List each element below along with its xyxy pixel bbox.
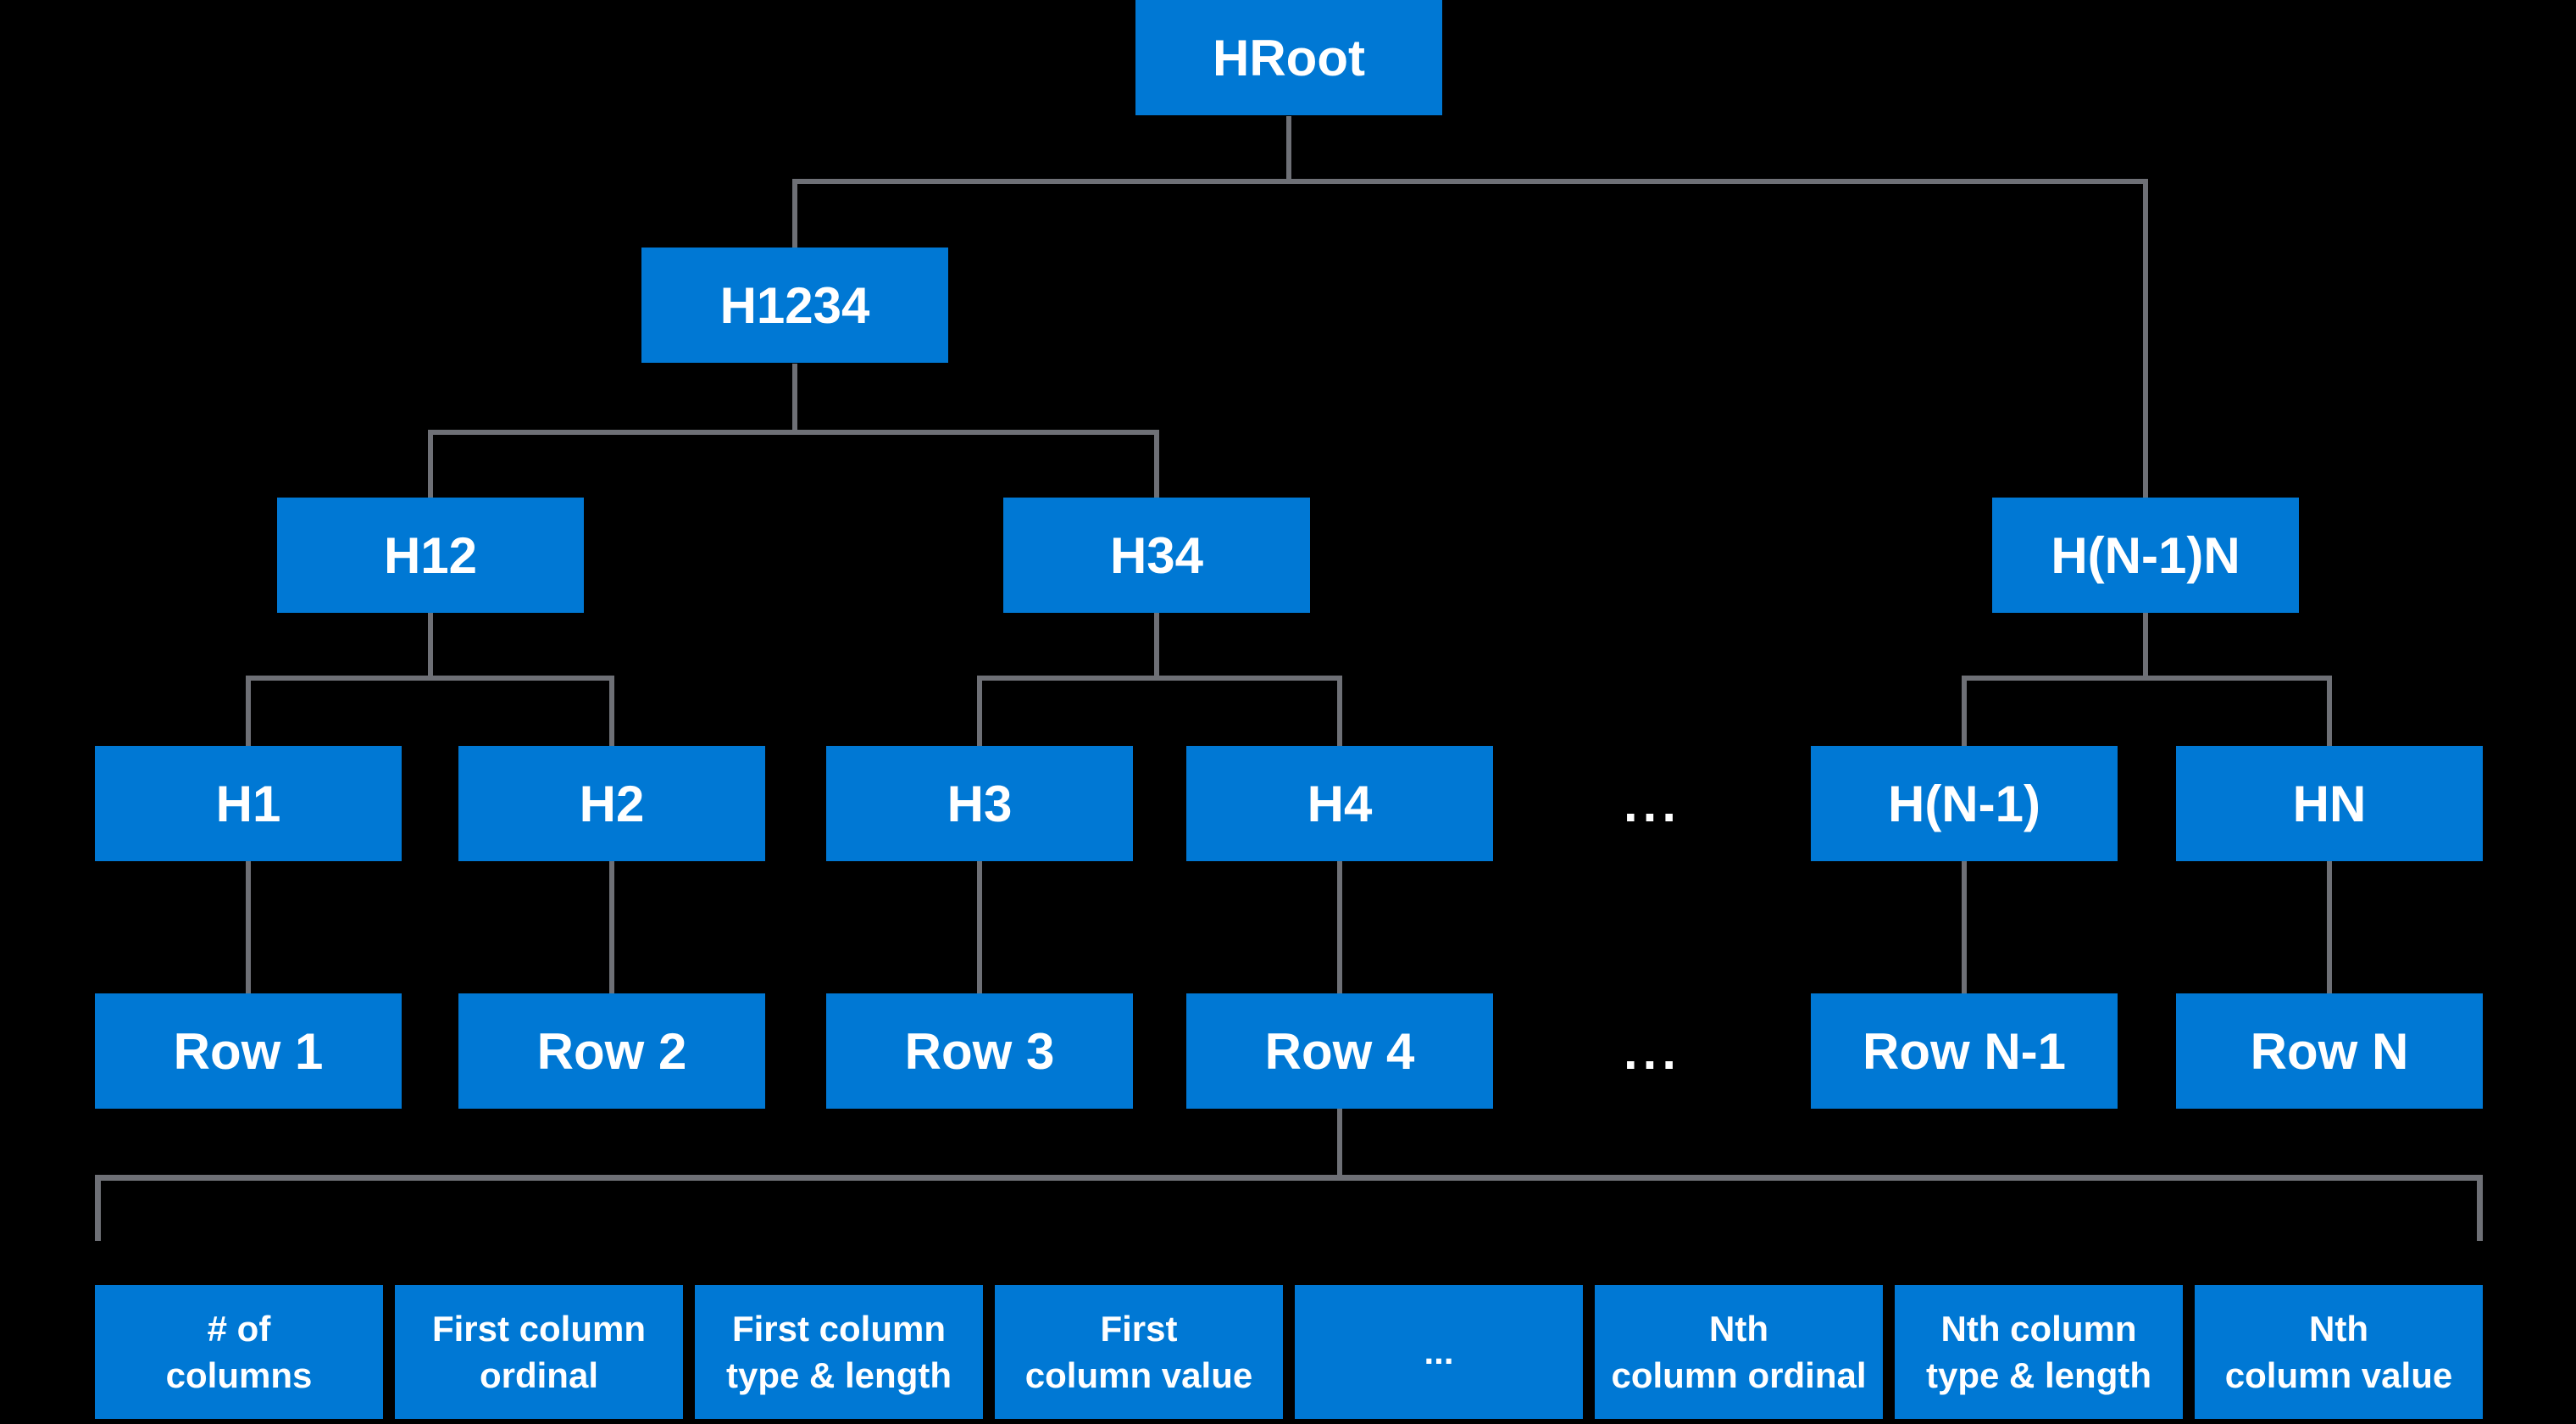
connector-h34-stem [1154,612,1159,681]
connector-h1-row1 [246,860,251,993]
connector-columns-bar [95,1175,2483,1181]
connector-hn1-drop [1962,676,1967,746]
node-hn1n: H(N-1)N [1992,498,2299,613]
hash-row-ellipsis: ... [1623,775,1681,832]
connector-hn-rown [2327,860,2332,993]
column-box-line: column value [1024,1355,1253,1395]
column-box-line: Nth [2309,1308,2368,1349]
connector-hn1-rown1 [1962,860,1967,993]
connector-h12-bar [246,676,614,681]
connector-columns-left-drop [95,1181,101,1241]
column-box-line: columns [165,1355,313,1395]
node-h3: H3 [826,746,1133,861]
connector-hn1n-stem [2143,612,2148,681]
column-box-line: ordinal [479,1355,598,1395]
connector-h1234-stem [792,364,797,435]
node-h34: H34 [1003,498,1310,613]
node-rown1: Row N-1 [1811,993,2118,1109]
connector-h3-row3 [977,860,982,993]
column-box-line: Nth [1709,1308,1768,1349]
node-hroot: HRoot [1135,0,1442,115]
node-hn: HN [2176,746,2483,861]
connector-h2-drop [609,676,614,746]
column-box-line: First [1100,1308,1178,1349]
connector-h4-row4 [1337,860,1342,993]
connector-h4-drop [1337,676,1342,746]
column-box-line: column ordinal [1611,1355,1867,1395]
node-row1: Row 1 [95,993,402,1109]
connector-hn1n-bar [1962,676,2332,681]
connector-h3-drop [977,676,982,746]
connector-columns-right-drop [2477,1181,2483,1241]
node-h4: H4 [1186,746,1493,861]
connector-hn1n-drop [2143,179,2148,498]
row-columns-strip: # of columns First column ordinal First … [95,1285,2483,1419]
column-box-nth-type-length: Nth column type & length [1895,1285,2183,1419]
connector-row4-stem [1337,1108,1342,1180]
column-box-num-columns: # of columns [95,1285,383,1419]
column-box-line: ... [1424,1332,1454,1372]
column-box-line: type & length [1925,1355,2151,1395]
column-box-line: # of [207,1308,271,1349]
column-box-nth-ordinal: Nth column ordinal [1595,1285,1883,1419]
column-box-ellipsis: ... [1295,1285,1583,1419]
column-box-line: column value [2224,1355,2453,1395]
node-h2: H2 [458,746,765,861]
connector-h34-drop [1154,430,1159,498]
connector-h12-stem [428,612,433,681]
connector-h1234-drop [792,179,797,248]
connector-h1-drop [246,676,251,746]
connector-h34-bar [977,676,1342,681]
connector-hn-drop [2327,676,2332,746]
column-box-first-ordinal: First column ordinal [395,1285,683,1419]
column-box-line: type & length [725,1355,952,1395]
column-box-first-type-length: First column type & length [695,1285,983,1419]
connector-hroot-stem [1286,116,1291,184]
column-box-nth-value: Nth column value [2195,1285,2483,1419]
node-row2: Row 2 [458,993,765,1109]
node-h1: H1 [95,746,402,861]
column-box-line: Nth column [1940,1308,2137,1349]
node-hn1: H(N-1) [1811,746,2118,861]
connector-h12-drop [428,430,433,498]
node-h1234: H1234 [641,248,948,363]
connector-root-bar [792,179,2148,184]
node-row4: Row 4 [1186,993,1493,1109]
connector-h2-row2 [609,860,614,993]
column-box-line: First column [731,1308,947,1349]
node-h12: H12 [277,498,584,613]
column-box-first-value: First column value [995,1285,1283,1419]
node-rown: Row N [2176,993,2483,1109]
data-row-ellipsis: ... [1623,1022,1681,1080]
node-row3: Row 3 [826,993,1133,1109]
column-box-line: First column [431,1308,647,1349]
connector-h1234-bar [428,430,1159,435]
